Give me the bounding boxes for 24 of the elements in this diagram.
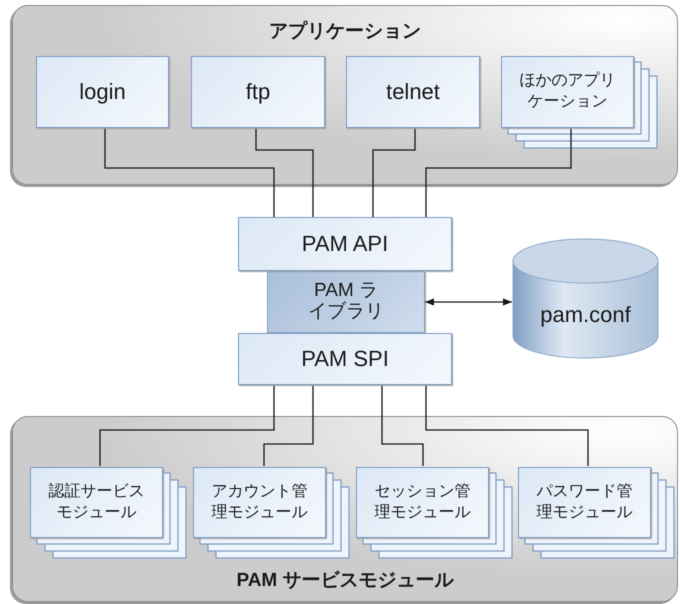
interface-box: PAM API xyxy=(238,217,452,271)
cylinder-label: pam.conf xyxy=(539,302,632,328)
panel-background xyxy=(12,5,678,185)
panel-title: アプリケーション xyxy=(268,20,422,44)
app-box: ほかのアプリケーション xyxy=(501,56,634,128)
module-box: 認証サービスモジュール xyxy=(30,467,163,538)
interface-box: PAM SPI xyxy=(238,333,452,385)
connector-line xyxy=(99,385,275,466)
module-box: パスワード管理モジュール xyxy=(518,467,651,538)
connector-line xyxy=(425,127,572,217)
panel-title: PAM サービスモジュール xyxy=(235,569,455,593)
arrow xyxy=(425,298,512,306)
app-box: ftp xyxy=(191,56,325,128)
connector-line xyxy=(381,385,424,466)
connector-line xyxy=(104,127,275,217)
module-box: アカウント管理モジュール xyxy=(193,467,326,538)
library-box: PAM ライブラリ xyxy=(267,271,425,333)
app-box: login xyxy=(36,56,169,128)
connector-line xyxy=(425,385,589,466)
connector-line xyxy=(372,127,416,217)
app-box: telnet xyxy=(346,56,480,128)
module-box: セッション管理モジュール xyxy=(356,467,489,538)
connector-line xyxy=(255,127,314,217)
connector-line xyxy=(263,385,314,466)
